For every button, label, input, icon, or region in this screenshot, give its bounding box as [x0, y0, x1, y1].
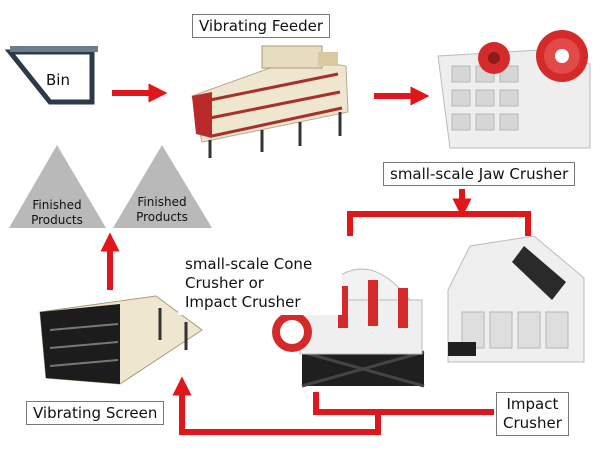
finished-products-right-line-2: Products: [136, 210, 188, 224]
finished-products-pile-right: [113, 145, 212, 228]
finished-products-left-line-1: Finished: [32, 198, 82, 212]
jaw-crusher-label: small-scale Jaw Crusher: [383, 162, 576, 186]
vibrating-screen-machine: [39, 295, 203, 385]
finished-products-left-label: Finished Products: [22, 198, 92, 228]
bin-hopper: [4, 46, 98, 105]
impact-crusher-label: Impact Crusher: [496, 392, 569, 436]
cone-crusher-label-line-1: small-scale Cone: [185, 255, 313, 273]
impact-crusher-machine: [447, 235, 585, 363]
cone-crusher-label-line-2: Crusher or: [185, 274, 264, 292]
vibrating-screen-label: Vibrating Screen: [26, 401, 165, 425]
finished-products-pile-left: [9, 145, 106, 228]
finished-products-left-line-2: Products: [31, 213, 83, 227]
finished-products-right-line-1: Finished: [137, 195, 187, 209]
impact-crusher-label-line-1: Impact: [506, 395, 559, 413]
jaw-crusher-machine: [437, 30, 591, 149]
impact-crusher-label-line-2: Crusher: [503, 414, 562, 432]
cone-crusher-label-line-3: Impact Crusher: [185, 293, 301, 311]
vibrating-feeder-label: Vibrating Feeder: [192, 14, 331, 38]
bin-label: Bin: [46, 71, 70, 89]
cone-crusher-label: small-scale Cone Crusher or Impact Crush…: [178, 252, 342, 315]
finished-products-right-label: Finished Products: [126, 195, 198, 225]
connector-jaw-to-crushers: [347, 211, 531, 236]
arrow-crushers-to-screen: [172, 376, 381, 435]
connector-crushers-bottom: [313, 392, 494, 415]
vibrating-feeder-machine: [191, 45, 349, 158]
